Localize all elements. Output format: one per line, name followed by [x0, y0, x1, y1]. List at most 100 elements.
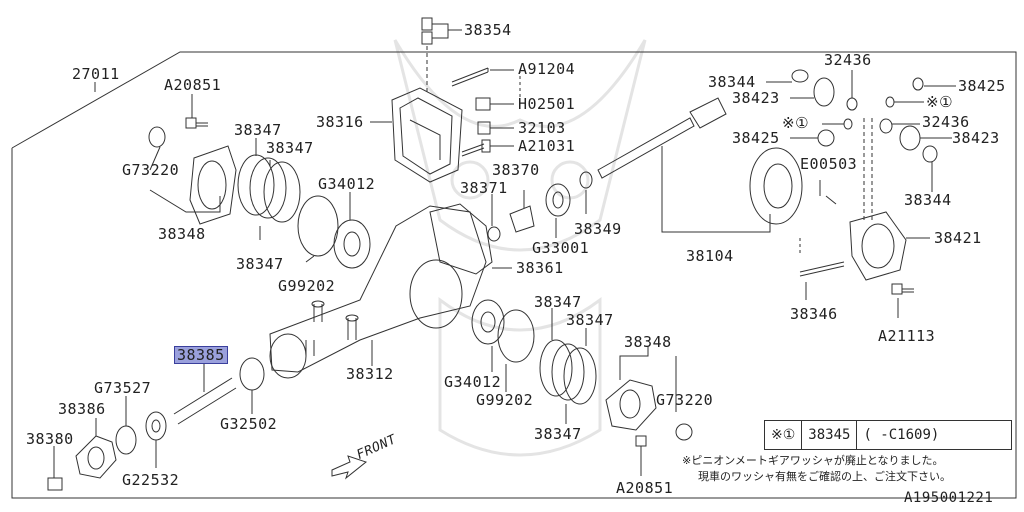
part-G33001-bearing [545, 183, 571, 238]
frame-line [11, 51, 1017, 499]
part-38380-nut [47, 446, 63, 491]
callout-38347-b[interactable]: 38347 [266, 139, 314, 157]
part-38354-bolt [421, 17, 462, 92]
reference-part[interactable]: 38345 [802, 421, 858, 449]
callout-38361[interactable]: 38361 [516, 259, 564, 277]
callout-38104[interactable]: 38104 [686, 247, 734, 265]
part-32436-washer-top [846, 70, 858, 111]
part-38348-flange-left [189, 145, 237, 225]
callout-32103[interactable]: 32103 [518, 119, 566, 137]
callout-38346[interactable]: 38346 [790, 305, 838, 323]
part-38348-flange-right [605, 346, 677, 431]
part-A20851-bolt-right [635, 435, 647, 476]
callout-G73220-right[interactable]: G73220 [656, 391, 714, 409]
part-38104-ring-gear [749, 147, 803, 225]
callout-38423-top[interactable]: 38423 [732, 89, 780, 107]
callout-ref1-right[interactable]: ※① [926, 93, 954, 111]
callout-38312[interactable]: 38312 [346, 365, 394, 383]
callout-A20851-right[interactable]: A20851 [616, 479, 674, 497]
part-38349-ring [579, 171, 593, 214]
callout-G99202-left[interactable]: G99202 [278, 277, 336, 295]
part-38104-pinion [597, 97, 771, 233]
callout-G22532[interactable]: G22532 [122, 471, 180, 489]
part-G73220-seal-left [148, 126, 166, 171]
note-line-1: ※ピニオンメートギアワッシャが廃止となりました。 [682, 454, 944, 467]
part-38347-shims-right [539, 308, 597, 424]
callout-A21113[interactable]: A21113 [878, 327, 936, 345]
callout-38425-left[interactable]: 38425 [732, 129, 780, 147]
diagram-id: A195001221 [904, 490, 994, 506]
callout-38421[interactable]: 38421 [934, 229, 982, 247]
callout-38380[interactable]: 38380 [26, 430, 74, 448]
part-G22532-bearing [145, 411, 167, 468]
part-38371-washer [487, 194, 501, 242]
part-38425-gear-left [790, 129, 835, 147]
part-38347-shims-left [237, 138, 301, 240]
part-A21113-bolt [891, 283, 914, 318]
callout-G32502[interactable]: G32502 [220, 415, 278, 433]
part-38346-shaft [799, 261, 845, 300]
callout-G73220-left[interactable]: G73220 [122, 161, 180, 179]
part-38344-washer-top [766, 69, 809, 83]
callout-27011[interactable]: 27011 [72, 65, 120, 83]
callout-G73527[interactable]: G73527 [94, 379, 152, 397]
part-G34012-bearing-right [471, 299, 505, 372]
part-G99202-oring-right [497, 309, 535, 392]
callout-38347-a[interactable]: 38347 [234, 121, 282, 139]
callout-38423-right[interactable]: 38423 [952, 129, 1000, 147]
part-38385-shaft [173, 360, 237, 425]
part-38386-flange [75, 418, 117, 479]
callout-G34012-right[interactable]: G34012 [444, 373, 502, 391]
callout-38316[interactable]: 38316 [316, 113, 364, 131]
part-G73220-seal-right [675, 423, 693, 441]
callout-38347-c[interactable]: 38347 [236, 255, 284, 273]
callout-32436-top[interactable]: 32436 [824, 51, 872, 69]
part-38361-gasket [429, 203, 512, 275]
part-A20851-bolt-left [185, 94, 208, 129]
callout-ref1-left[interactable]: ※① [782, 114, 810, 132]
callout-38347-d[interactable]: 38347 [534, 293, 582, 311]
part-38370-spacer [509, 190, 535, 233]
part-38423-gear-right [899, 125, 952, 151]
part-G32502-seal [239, 357, 265, 414]
part-38425-gear-right [912, 77, 956, 91]
part-38421-case [849, 211, 930, 281]
part-32103-nut [477, 121, 514, 135]
part-38316-cover [370, 87, 463, 183]
callout-38386[interactable]: 38386 [58, 400, 106, 418]
part-G34012-bearing-left [333, 192, 371, 269]
part-38423-gear-top [790, 77, 835, 107]
callout-G33001[interactable]: G33001 [532, 239, 590, 257]
callout-38370[interactable]: 38370 [492, 161, 540, 179]
callout-A91204[interactable]: A91204 [518, 60, 576, 78]
callout-38344-right[interactable]: 38344 [904, 191, 952, 209]
callout-G34012-left[interactable]: G34012 [318, 175, 376, 193]
callout-38347-e[interactable]: 38347 [566, 311, 614, 329]
reference-table: ※① 38345 ( -C1609) [764, 420, 1012, 450]
callout-H02501[interactable]: H02501 [518, 95, 576, 113]
reference-range: ( -C1609) [863, 427, 940, 443]
part-32436-washer-right [879, 118, 920, 134]
callout-E00503[interactable]: E00503 [800, 155, 858, 173]
front-arrow-icon [331, 455, 368, 480]
callout-A21031[interactable]: A21031 [518, 137, 576, 155]
callout-38354[interactable]: 38354 [464, 21, 512, 39]
part-ref1-washer [885, 96, 924, 108]
callout-38348-left[interactable]: 38348 [158, 225, 206, 243]
callout-38371[interactable]: 38371 [460, 179, 508, 197]
callout-38349[interactable]: 38349 [574, 220, 622, 238]
callout-G99202-right[interactable]: G99202 [476, 391, 534, 409]
callout-32436-right[interactable]: 32436 [922, 113, 970, 131]
callout-38425-right[interactable]: 38425 [958, 77, 1006, 95]
callout-38348-right[interactable]: 38348 [624, 333, 672, 351]
part-A91204-stud [451, 67, 514, 87]
part-H02501-plug [475, 97, 514, 111]
part-E00503-pin [819, 180, 837, 205]
callout-38385-highlighted[interactable]: 38385 [174, 346, 228, 364]
callout-38344-top[interactable]: 38344 [708, 73, 756, 91]
part-38312-housing [269, 205, 487, 379]
callout-A20851-left[interactable]: A20851 [164, 76, 222, 94]
part-G99202-oring-left [297, 195, 339, 263]
callout-38347-f[interactable]: 38347 [534, 425, 582, 443]
